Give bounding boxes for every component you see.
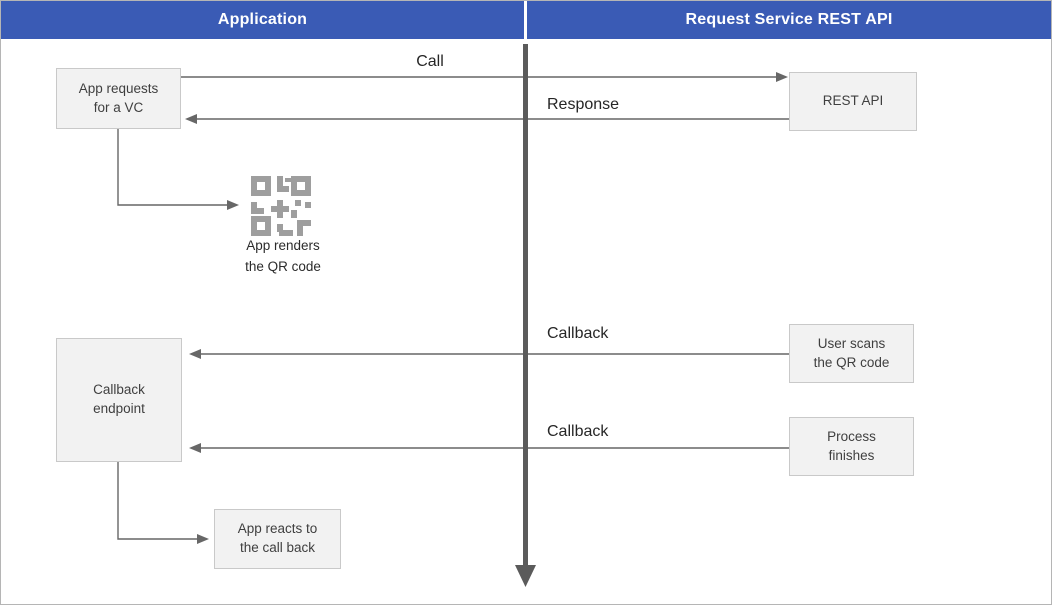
lifeline-arrow [515,44,536,587]
header-application: Application [1,1,524,39]
box-user-scans-qr-label: User scans the QR code [813,335,890,370]
header-rest-api-label: Request Service REST API [685,11,893,28]
response-arrow [185,114,789,124]
box-app-requests-vc-label: App requests for a VC [78,80,159,115]
callback-scan-arrow-label: Callback [547,325,609,342]
response-arrow-label: Response [547,96,620,113]
box-user-scans-qr: User scans the QR code [789,324,914,383]
box-rest-api-label: REST API [822,93,884,109]
call-arrow [181,72,788,82]
box-callback-endpoint-label: Callback endpoint [93,382,145,416]
box-rest-api: REST API [789,72,917,131]
react-connector [117,462,209,544]
box-process-finishes: Process finishes [789,417,914,476]
box-app-reacts-callback: App reacts to the call back [214,509,341,569]
render-qr-connector [117,129,239,210]
qr-code-caption: App renders the QR code [245,238,321,274]
callback-finish-arrow [189,443,789,453]
callback-finish-arrow-label: Callback [547,423,609,440]
box-app-requests-vc: App requests for a VC [56,68,181,129]
header-application-label: Application [217,11,308,28]
callback-scan-arrow [189,349,789,359]
header-rest-api: Request Service REST API [527,1,1051,39]
box-callback-endpoint: Callback endpoint [56,338,182,462]
qr-code-icon [251,176,311,236]
box-app-reacts-callback-label: App reacts to the call back [237,521,318,555]
call-arrow-label: Call [416,53,444,70]
box-process-finishes-label: Process finishes [827,428,876,463]
